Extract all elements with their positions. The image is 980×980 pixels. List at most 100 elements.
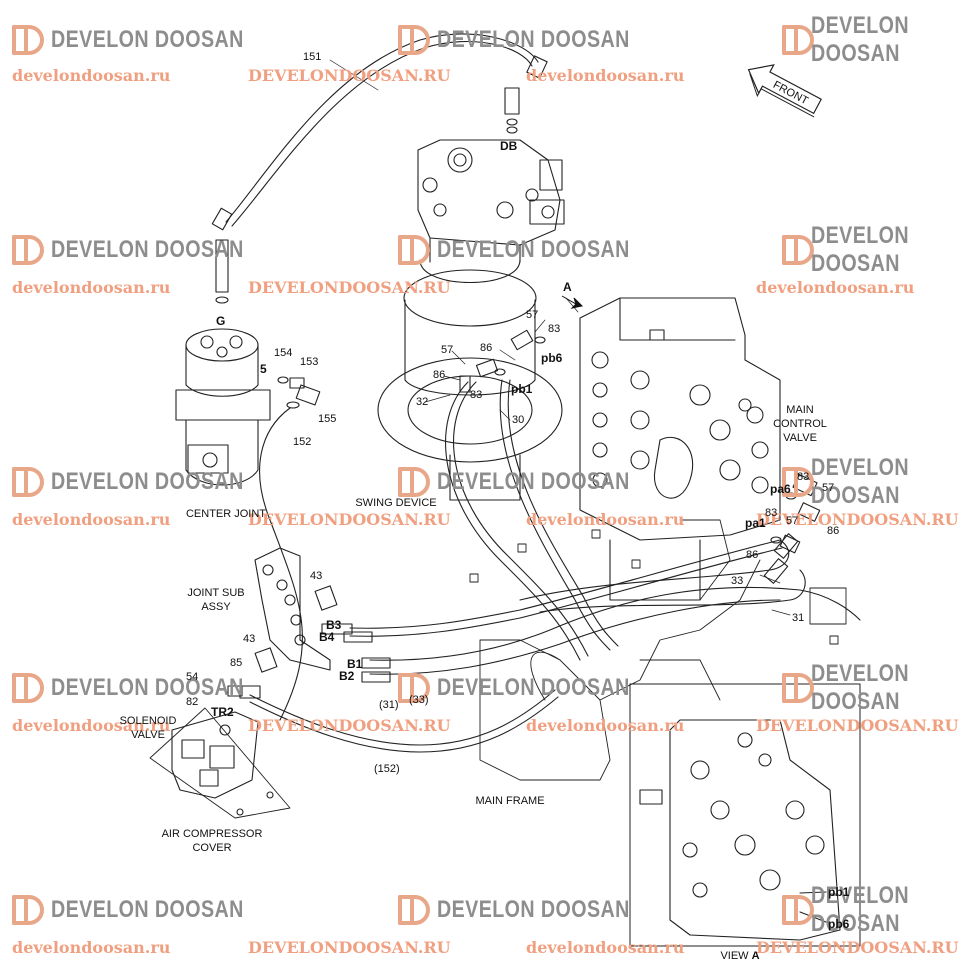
swing-device-caption: SWING DEVICE [355,497,437,509]
watermark-url: DEVELONDOOSAN.RU [248,716,451,735]
watermark-mark-icon [782,671,814,705]
watermark-brand: DEVELON DOOSAN [437,26,630,53]
watermark-logo: DEVELON DOOSAN [12,232,286,268]
hose-30 [499,379,619,651]
swing-db-fitting [504,87,520,134]
watermark-url: develondoosan.ru [526,716,685,735]
callout-pb1: pb1 [511,382,533,396]
solenoid-valve-body [171,685,261,799]
watermark-brand: DEVELON DOOSAN [437,236,630,263]
watermark-logo: DEVELON DOOSAN [12,464,286,500]
callout-152: 152 [293,436,312,448]
front-direction-arrow-icon: FRONT [747,64,823,118]
joint-sub-assy-caption: JOINT SUB ASSY [187,587,245,613]
watermark-logo: DEVELON DOOSAN [12,892,286,928]
watermark-logo: DEVELON DOOSAN [782,454,980,509]
watermark-brand: DEVELON DOOSAN [811,882,910,937]
callout-57b: 57 [441,344,454,356]
callout-33: 33 [731,575,744,587]
air-compressor-cover-plate [149,707,291,819]
watermark-logo: DEVELON DOOSAN [398,464,672,500]
watermark-url: DEVELONDOOSAN.RU [756,716,959,735]
watermark-url: develondoosan.ru [526,938,685,957]
callout-85: 85 [230,657,243,669]
callout-pa6: pa6 [770,482,791,496]
callout-31-ref: (31) [379,699,399,711]
watermark-mark-icon [782,893,814,927]
watermark-url: DEVELONDOOSAN.RU [756,938,959,957]
callout-tr2: TR2 [211,705,234,719]
callout-82: 82 [186,696,199,708]
view-a-inset [629,683,861,947]
callout-54: 54 [186,671,199,683]
center-joint-fittings [277,376,321,409]
callout-153: 153 [300,356,319,368]
hose-32 [445,381,589,661]
callout-83b: 83 [470,389,483,401]
watermark-url: DEVELONDOOSAN.RU [248,278,451,297]
view-a-letter: A [751,950,760,962]
view-a-pointer-icon [561,295,584,309]
watermark-logo: DEVELON DOOSAN [398,892,672,928]
view-a-callout-pb6: pb6 [828,917,850,931]
watermark-logo: DEVELON DOOSAN [12,22,286,58]
view-a-caption: VIEW A [705,949,775,963]
callout-30: 30 [512,414,525,426]
watermark-brand: DEVELON DOOSAN [811,454,910,509]
watermark-url: develondoosan.ru [526,66,685,85]
callout-32: 32 [416,396,429,408]
watermark-logo: DEVELON DOOSAN [782,222,980,277]
mcv-fittings-pb [459,329,546,393]
watermark-url: develondoosan.ru [526,510,685,529]
watermark-url: DEVELONDOOSAN.RU [756,510,959,529]
watermark-logo: DEVELON DOOSAN [398,232,672,268]
watermark-mark-icon [12,233,46,267]
watermark-mark-icon [12,893,46,927]
watermark-url: DEVELONDOOSAN.RU [248,938,451,957]
callout-86a: 86 [480,342,493,354]
callout-83d: 83 [765,507,778,519]
callout-86b: 86 [433,369,446,381]
callout-b4: B4 [319,630,335,644]
watermark-mark-icon [12,465,46,499]
hose-152 [249,407,559,753]
watermark-brand: DEVELON DOOSAN [51,26,244,53]
watermark-url: develondoosan.ru [12,716,171,735]
callout-b3: B3 [326,618,342,632]
callout-pa1: pa1 [745,516,766,530]
view-a-prefix: VIEW [720,950,752,962]
callout-pb6: pb6 [541,351,563,365]
callout-152-ref: (152) [374,763,400,775]
watermark-url: develondoosan.ru [12,510,171,529]
callout-b2: B2 [339,669,355,683]
watermark-brand: DEVELON DOOSAN [51,468,244,495]
watermark-mark-icon [398,893,432,927]
callout-57a: 57 [526,309,539,321]
main-frame-caption: MAIN FRAME [475,795,545,807]
watermark-url: DEVELONDOOSAN.RU [248,66,451,85]
watermark-url: develondoosan.ru [756,278,915,297]
watermark-mark-icon [782,465,814,499]
watermark-brand: DEVELON DOOSAN [811,660,910,715]
view-a-callout-pb1: pb1 [828,885,850,899]
callout-33-ref: (33) [409,694,429,706]
center-joint-caption: CENTER JOINT [185,508,267,520]
air-compressor-cover-caption: AIR COMPRESSOR COVER [161,828,263,854]
callout-57c: 57 [822,482,835,494]
watermark-brand: DEVELON DOOSAN [437,674,630,701]
callout-g: G [216,314,226,328]
watermark-brand: DEVELON DOOSAN [51,236,244,263]
main-frame-outline [469,519,847,781]
watermark-mark-icon [398,671,432,705]
watermark-logo: DEVELON DOOSAN [782,660,980,715]
callout-db: DB [500,139,518,153]
main-control-valve-body [579,297,781,601]
main-control-valve-caption: MAIN CONTROL VALVE [773,404,827,444]
watermark-mark-icon [398,23,432,57]
watermark-logo: DEVELON DOOSAN [398,670,672,706]
watermark-brand: DEVELON DOOSAN [811,222,910,277]
callout-43a: 43 [310,570,323,582]
callout-83a: 83 [548,323,561,335]
watermark-logo: DEVELON DOOSAN [398,22,672,58]
